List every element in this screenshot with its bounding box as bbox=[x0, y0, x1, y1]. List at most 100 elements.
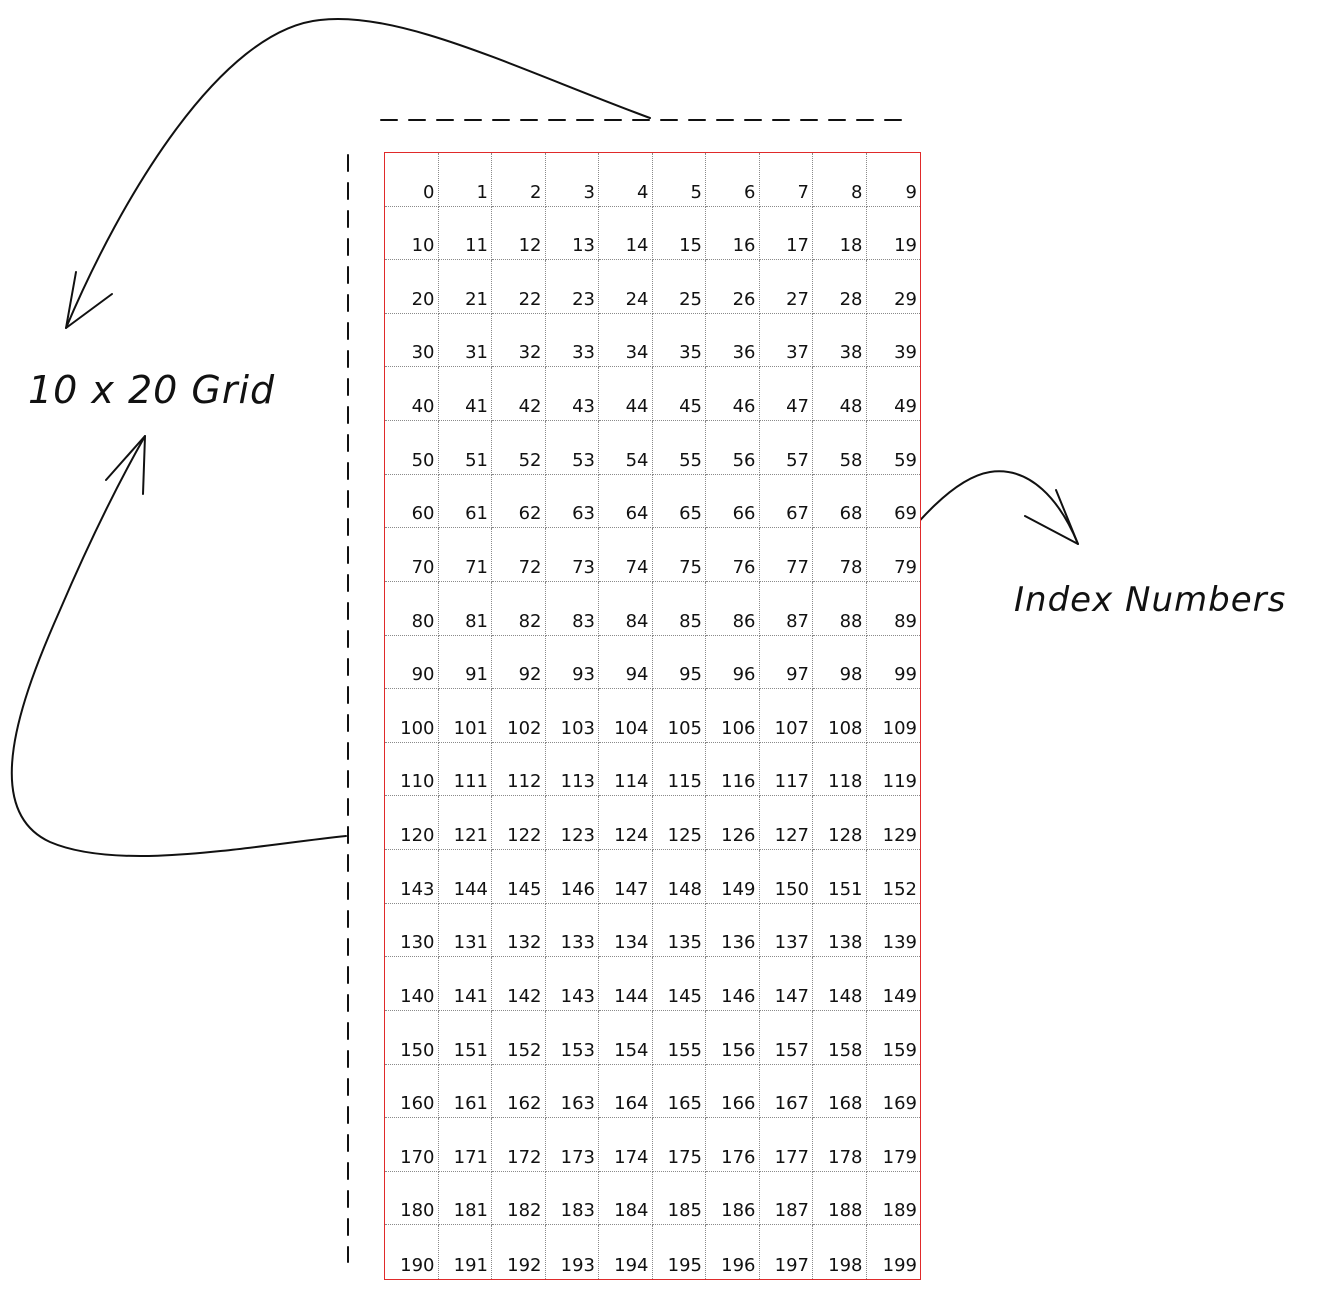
grid-cell: 192 bbox=[492, 1225, 546, 1279]
grid-cell: 20 bbox=[385, 260, 439, 314]
grid-cell: 64 bbox=[599, 474, 653, 529]
grid-cell: 99 bbox=[866, 636, 920, 690]
grid-cell: 37 bbox=[759, 313, 813, 368]
grid-cell: 128 bbox=[813, 796, 867, 851]
grid-cell: 53 bbox=[545, 421, 599, 475]
grid-cell: 190 bbox=[385, 1225, 439, 1279]
grid-cell: 31 bbox=[438, 313, 492, 368]
grid-cell: 52 bbox=[492, 421, 546, 475]
grid-cell: 29 bbox=[866, 260, 920, 314]
grid-cell: 181 bbox=[438, 1171, 492, 1226]
grid-cell: 83 bbox=[545, 581, 599, 636]
grid-cell: 107 bbox=[759, 689, 813, 743]
grid-cell: 163 bbox=[545, 1064, 599, 1119]
grid-cell: 81 bbox=[438, 581, 492, 636]
grid-cell: 147 bbox=[759, 957, 813, 1011]
grid-cell: 56 bbox=[706, 421, 760, 475]
grid-cell: 24 bbox=[599, 260, 653, 314]
grid-cell: 76 bbox=[706, 528, 760, 582]
grid-cell: 22 bbox=[492, 260, 546, 314]
grid-cell: 47 bbox=[759, 367, 813, 422]
grid-cell: 123 bbox=[545, 796, 599, 851]
grid-cell: 74 bbox=[599, 528, 653, 582]
grid-cell: 170 bbox=[385, 1118, 439, 1172]
grid-cell: 58 bbox=[813, 421, 867, 475]
grid-cell: 57 bbox=[759, 421, 813, 475]
grid-cell: 17 bbox=[759, 206, 813, 261]
grid-cell: 88 bbox=[813, 581, 867, 636]
grid-cell: 158 bbox=[813, 1010, 867, 1065]
grid-size-label: 10 x 20 Grid bbox=[28, 368, 276, 412]
grid-cell: 48 bbox=[813, 367, 867, 422]
grid-cell: 71 bbox=[438, 528, 492, 582]
grid-cell: 148 bbox=[813, 957, 867, 1011]
grid-cell: 44 bbox=[599, 367, 653, 422]
grid-cell: 152 bbox=[492, 1010, 546, 1065]
grid-cell: 177 bbox=[759, 1118, 813, 1172]
grid-cell: 143 bbox=[545, 957, 599, 1011]
grid-cell: 186 bbox=[706, 1171, 760, 1226]
grid-cell: 105 bbox=[652, 689, 706, 743]
grid-cell: 113 bbox=[545, 742, 599, 797]
grid-cell: 43 bbox=[545, 367, 599, 422]
grid-cell: 51 bbox=[438, 421, 492, 475]
grid-cell: 187 bbox=[759, 1171, 813, 1226]
grid-cell: 166 bbox=[706, 1064, 760, 1119]
grid-cell: 125 bbox=[652, 796, 706, 851]
grid-cell: 169 bbox=[866, 1065, 920, 1119]
grid-cell: 160 bbox=[385, 1064, 439, 1119]
grid-cell: 106 bbox=[706, 689, 760, 743]
grid-cell: 141 bbox=[438, 957, 492, 1011]
grid-cell: 9 bbox=[866, 153, 920, 207]
grid-cell: 150 bbox=[759, 850, 813, 904]
grid-cell: 21 bbox=[438, 260, 492, 314]
grid-cell: 108 bbox=[813, 689, 867, 743]
grid-cell: 155 bbox=[652, 1010, 706, 1065]
grid-cell: 167 bbox=[759, 1064, 813, 1119]
grid-cell: 12 bbox=[492, 206, 546, 261]
grid-cell: 152 bbox=[866, 850, 920, 904]
grid-cell: 149 bbox=[866, 957, 920, 1011]
grid-cell: 59 bbox=[866, 421, 920, 475]
top-curved-arrow bbox=[65, 17, 651, 329]
grid-cell: 148 bbox=[652, 850, 706, 904]
grid-cell: 157 bbox=[759, 1010, 813, 1065]
grid-cell: 161 bbox=[438, 1064, 492, 1119]
grid-cell: 75 bbox=[652, 528, 706, 582]
grid-cell: 70 bbox=[385, 528, 439, 582]
grid-cell: 18 bbox=[813, 206, 867, 261]
grid-cell: 2 bbox=[492, 153, 546, 207]
grid-cell: 172 bbox=[492, 1118, 546, 1172]
grid-cell: 168 bbox=[813, 1064, 867, 1119]
grid-cell: 183 bbox=[545, 1171, 599, 1226]
grid-cell: 27 bbox=[759, 260, 813, 314]
grid-cell: 191 bbox=[439, 1225, 492, 1279]
grid-cell: 45 bbox=[652, 367, 706, 422]
grid-cell: 194 bbox=[599, 1225, 653, 1279]
grid-cell: 82 bbox=[492, 581, 546, 636]
grid-cell: 185 bbox=[652, 1171, 706, 1226]
grid-cell: 120 bbox=[385, 796, 439, 851]
grid-cell: 40 bbox=[385, 367, 439, 422]
left-arrowhead-icon bbox=[105, 435, 146, 495]
grid-cell: 86 bbox=[706, 581, 760, 636]
grid-cell: 11 bbox=[438, 206, 492, 261]
grid-cell: 154 bbox=[599, 1010, 653, 1065]
grid-cell: 137 bbox=[759, 903, 813, 958]
grid-cell: 36 bbox=[706, 313, 760, 368]
grid-cell: 144 bbox=[438, 850, 492, 904]
grid-cell: 110 bbox=[385, 742, 439, 797]
grid-cell: 144 bbox=[599, 957, 653, 1011]
grid-cell: 65 bbox=[652, 474, 706, 529]
grid-cell: 98 bbox=[813, 635, 867, 690]
grid-cell: 114 bbox=[599, 742, 653, 797]
grid-cell: 30 bbox=[385, 313, 439, 368]
grid-cell: 101 bbox=[438, 689, 492, 743]
grid-cell: 41 bbox=[438, 367, 492, 422]
grid-cell: 5 bbox=[652, 153, 706, 207]
grid-cell: 142 bbox=[492, 957, 546, 1011]
grid-cell: 95 bbox=[652, 635, 706, 690]
grid-cell: 69 bbox=[866, 475, 920, 529]
grid-cell: 72 bbox=[492, 528, 546, 582]
